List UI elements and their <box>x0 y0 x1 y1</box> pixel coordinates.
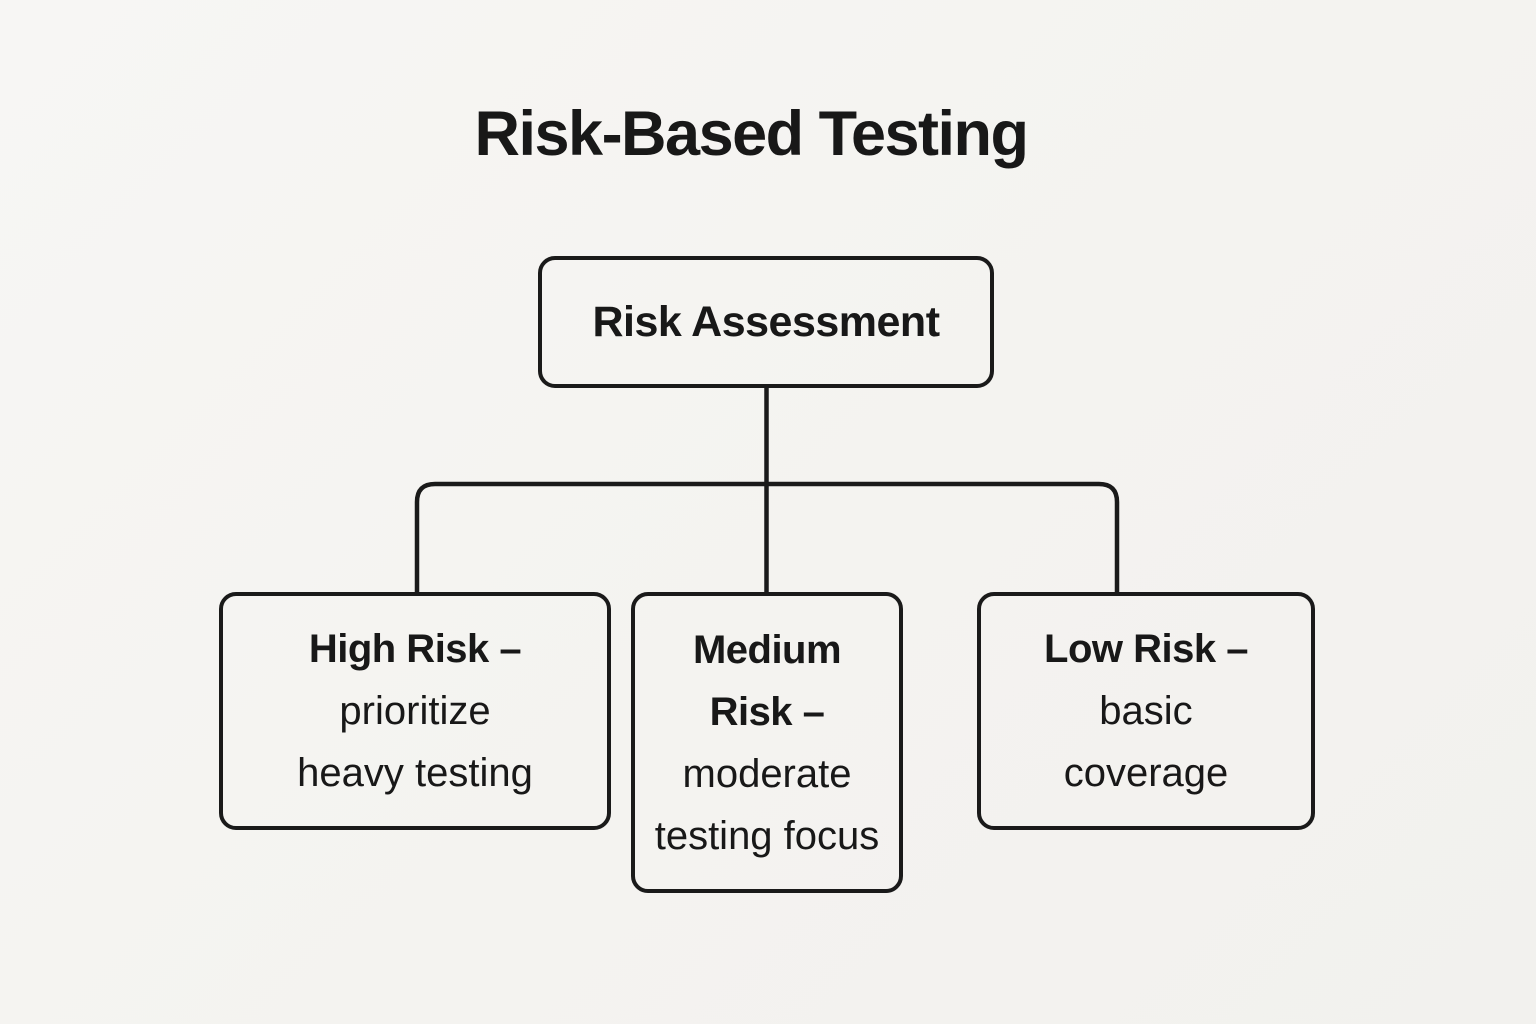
node-low-risk: Low Risk – basic coverage <box>977 592 1315 830</box>
root-node-risk-assessment: Risk Assessment <box>538 256 994 388</box>
diagram-title: Risk-Based Testing <box>474 99 1029 169</box>
node-line: High Risk – <box>308 627 522 671</box>
node-line: moderate <box>682 751 852 796</box>
node-line: prioritize <box>339 689 491 733</box>
node-line: coverage <box>1063 751 1229 795</box>
root-node-label: Risk Assessment <box>592 297 940 346</box>
node-high-risk: High Risk – prioritize heavy testing <box>219 592 611 830</box>
node-line: Risk – <box>709 689 825 734</box>
node-line: Medium <box>692 627 842 672</box>
node-medium-risk: Medium Risk – moderate testing focus <box>631 592 903 893</box>
node-line: Low Risk – <box>1044 627 1248 671</box>
node-line: heavy testing <box>297 751 533 795</box>
connector-branch <box>414 481 1120 594</box>
node-line: basic <box>1099 689 1193 733</box>
node-line: testing focus <box>654 813 880 858</box>
